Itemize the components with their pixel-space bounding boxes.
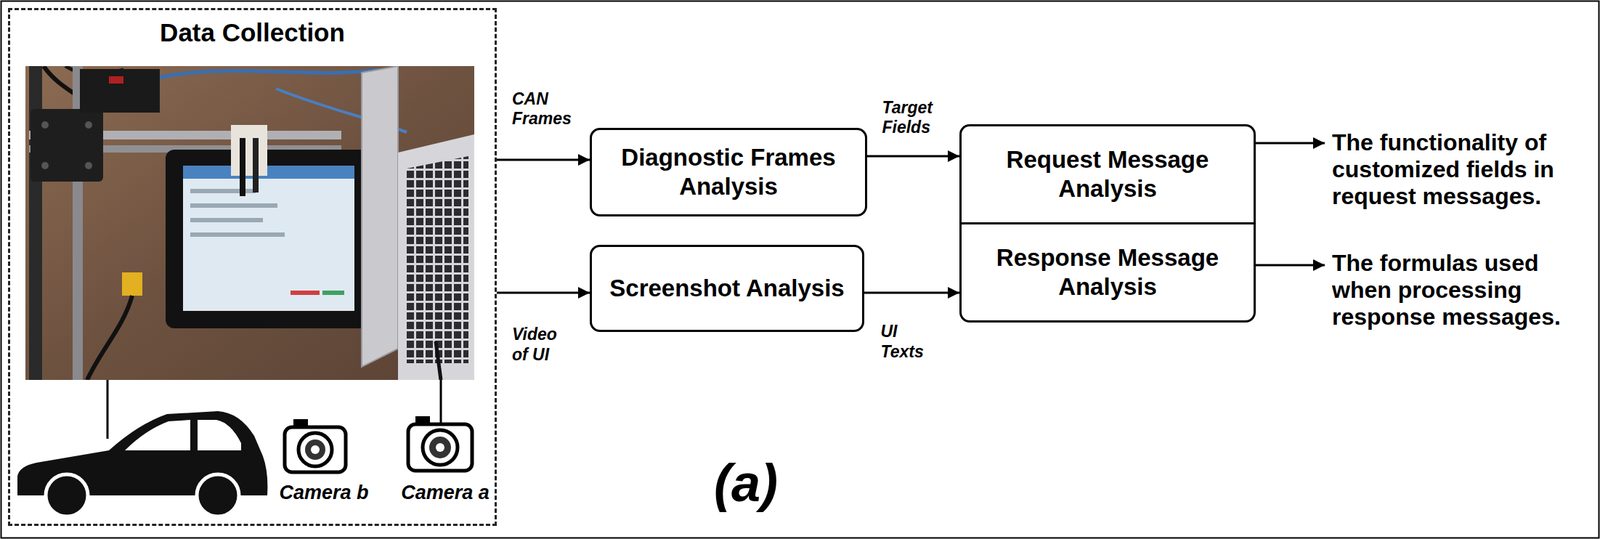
obd-cable	[87, 295, 133, 380]
car-wheel	[45, 474, 88, 517]
message-box: Response Message Analysis	[959, 222, 1256, 323]
obd-connector	[122, 272, 143, 296]
car-wheel	[196, 474, 239, 517]
process-box: Diagnostic Frames Analysis	[589, 127, 868, 217]
node-text: The functionality of customized fields i…	[1332, 129, 1586, 210]
node-text: Screenshot Analysis	[609, 273, 844, 303]
screen-row	[190, 203, 278, 208]
camera-link	[440, 379, 443, 425]
car-window	[197, 419, 242, 451]
laptop-lid	[361, 66, 399, 367]
camera-lens	[305, 439, 326, 460]
plate-hole	[41, 161, 49, 170]
camera-button	[293, 419, 308, 428]
car-window	[124, 419, 191, 451]
data-collection-group: Data Collection	[7, 7, 497, 526]
tablet-frame	[165, 149, 371, 329]
camera-lens	[298, 432, 332, 467]
camera-lens	[422, 429, 458, 465]
camera-lens	[435, 443, 445, 452]
node-text: Data Collection	[159, 17, 345, 48]
car-icon	[17, 411, 268, 517]
camera-body	[284, 427, 346, 473]
flow-arrow	[867, 155, 960, 158]
laptop-base	[398, 134, 475, 380]
flow-arrow	[496, 159, 590, 162]
camera-lens	[310, 445, 320, 454]
camera-lens	[429, 436, 452, 459]
table-surface	[25, 66, 475, 380]
controller-board	[79, 68, 160, 113]
figure-label: (a)	[713, 454, 778, 513]
usb-cable	[145, 69, 378, 82]
flow-arrow	[864, 291, 960, 295]
plate-hole	[41, 121, 49, 129]
pen-holder	[230, 124, 268, 176]
car-link	[106, 379, 109, 439]
flow-arrow	[496, 291, 590, 295]
edge-label: Video of UI	[512, 324, 575, 365]
screen-bar	[183, 165, 355, 179]
node-text: Response Message Analysis	[971, 243, 1244, 301]
camera-button	[415, 416, 430, 425]
stylus	[239, 137, 246, 197]
screen-row	[190, 232, 285, 237]
screen-mark	[322, 290, 345, 295]
carriage-plate	[30, 108, 104, 182]
camera-label: Camera a	[400, 482, 490, 505]
camera-icon	[284, 419, 346, 473]
board-led	[108, 76, 124, 84]
plate-hole	[84, 161, 93, 170]
plate-hole	[84, 121, 93, 129]
screen-row	[190, 188, 256, 194]
output-text: The formulas used when processing respon…	[1332, 249, 1586, 335]
camera-body	[408, 424, 473, 471]
screen-mark	[290, 290, 320, 295]
setup-photo	[25, 66, 475, 380]
flow-arrow	[1255, 264, 1325, 267]
message-box: Request Message Analysis	[959, 124, 1256, 223]
node-text: The formulas used when processing respon…	[1332, 249, 1586, 330]
output-text: The functionality of customized fields i…	[1332, 129, 1586, 214]
screen-row	[190, 217, 263, 223]
stylus	[252, 137, 259, 193]
edge-label: CAN Frames	[512, 89, 575, 130]
edge-label: Target Fields	[882, 98, 945, 138]
flow-arrow	[1255, 142, 1325, 145]
node-text: Diagnostic Frames Analysis	[602, 143, 855, 201]
edge-label: UI Texts	[880, 321, 944, 362]
camera-cable	[435, 341, 441, 380]
tablet-screen	[183, 165, 355, 311]
process-box: Screenshot Analysis	[589, 244, 865, 332]
camera-label: Camera b	[278, 482, 369, 505]
node-text: Request Message Analysis	[971, 145, 1244, 203]
camera-icon	[408, 416, 473, 471]
laptop-keyboard	[406, 156, 469, 364]
